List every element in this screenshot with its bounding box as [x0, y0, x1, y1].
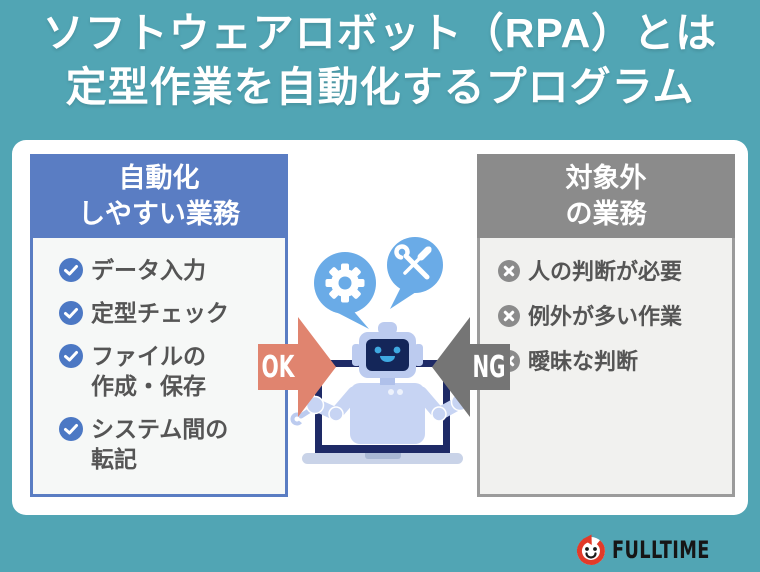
fulltime-brand-text: FULLTIME [611, 536, 710, 564]
tools-bubble-icon [387, 237, 443, 309]
check-circle-icon [59, 301, 83, 325]
excluded-item: 曖昧な判断 [498, 347, 728, 377]
task-label: システム間の [91, 416, 229, 442]
gear-bubble-icon [314, 252, 376, 329]
excluded-tasks-card: 対象外 の業務 人の判断が必要 例外が多い作業 曖昧な判断 [477, 154, 735, 497]
excluded-tasks-header: 対象外 の業務 [477, 154, 735, 238]
automatable-header-line1: 自動化 [118, 163, 200, 193]
task-item: システム間の転記 [59, 414, 279, 474]
excluded-header-line2: の業務 [565, 199, 647, 229]
task-label-line2: 作成・保存 [91, 373, 206, 399]
excluded-item: 人の判断が必要 [498, 257, 728, 287]
page-title-line1: ソフトウェアロボット（RPA）とは [42, 10, 718, 56]
page-title-line2: 定型作業を自動化するプログラム [65, 64, 695, 110]
automatable-tasks-card: 自動化 しやすい業務 データ入力 定型チェック ファイルの作成・保存 [30, 154, 288, 497]
check-circle-icon [59, 258, 83, 282]
x-circle-icon [498, 260, 520, 282]
laptop-bottom-frame [315, 445, 450, 453]
automatable-tasks-header: 自動化 しやすい業務 [30, 154, 288, 238]
task-label-line2: 転記 [91, 446, 137, 472]
task-label: 定型チェック [91, 300, 229, 326]
fulltime-logo: FULLTIME [574, 533, 744, 567]
task-label: ファイルの [91, 343, 206, 369]
excluded-header-line1: 対象外 [565, 163, 647, 193]
ng-arrow-label: NG [473, 350, 506, 385]
ng-arrow: NG [432, 317, 510, 417]
robot-icon [290, 322, 470, 444]
x-circle-icon [498, 305, 520, 327]
robot-illustration [290, 237, 470, 464]
automatable-tasks-list: データ入力 定型チェック ファイルの作成・保存 システム間の転記 [30, 238, 288, 497]
automatable-header-line2: しやすい業務 [78, 199, 240, 229]
task-item: ファイルの作成・保存 [59, 341, 279, 401]
excluded-label: 例外が多い作業 [528, 304, 683, 329]
page-title: ソフトウェアロボット（RPA）とは 定型作業を自動化するプログラム [0, 6, 760, 114]
ok-arrow: OK [258, 317, 336, 417]
fulltime-logo-icon [576, 534, 605, 565]
check-circle-icon [59, 344, 83, 368]
task-item: データ入力 [59, 255, 279, 285]
main-panel: 自動化 しやすい業務 データ入力 定型チェック ファイルの作成・保存 [12, 140, 748, 515]
task-label: データ入力 [91, 257, 206, 283]
laptop-base [302, 453, 463, 464]
ok-arrow-label: OK [262, 350, 296, 385]
excluded-item: 例外が多い作業 [498, 302, 728, 332]
task-item: 定型チェック [59, 298, 279, 328]
check-circle-icon [59, 417, 83, 441]
excluded-label: 曖昧な判断 [528, 349, 639, 374]
excluded-label: 人の判断が必要 [528, 259, 683, 284]
excluded-tasks-list: 人の判断が必要 例外が多い作業 曖昧な判断 [477, 238, 735, 497]
